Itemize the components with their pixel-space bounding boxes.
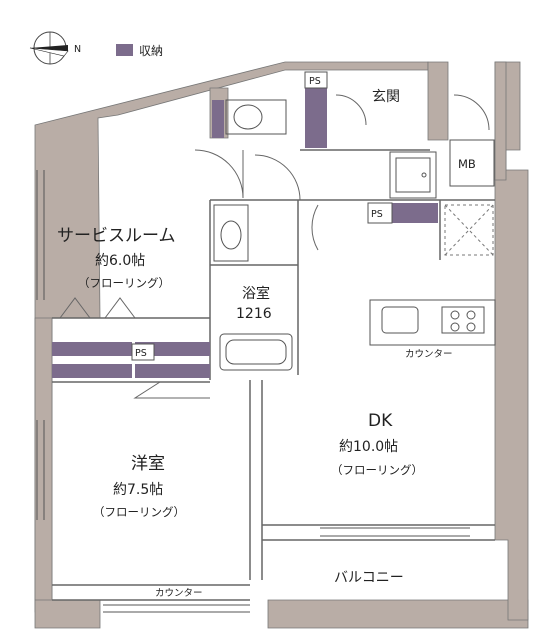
bath-size: 1216 xyxy=(236,306,272,322)
service-room-floor: （フローリング） xyxy=(78,276,170,290)
bath-name: 浴室 xyxy=(242,285,270,302)
dk-name: DK xyxy=(368,411,393,431)
toilet-icon xyxy=(225,99,287,135)
mb-label: MB xyxy=(458,157,476,171)
ps-box-kitchen xyxy=(367,202,393,224)
door-swings xyxy=(59,94,490,399)
balcony-name: バルコニー xyxy=(334,570,404,586)
western-room-name: 洋室 xyxy=(131,454,165,474)
dk-area: 約10.0帖 xyxy=(339,439,398,455)
storage-swatch xyxy=(116,44,133,56)
counter-label-dk: カウンター xyxy=(405,349,453,360)
kitchen-counter xyxy=(369,299,496,346)
north-label: N xyxy=(74,44,81,55)
bathtub-icon xyxy=(219,333,293,371)
western-room-area: 約7.5帖 xyxy=(113,482,163,498)
counter-label-western: カウンター xyxy=(155,588,203,599)
ps-label-kitchen: PS xyxy=(371,209,383,220)
legend-storage-label: 収納 xyxy=(139,43,164,58)
windows xyxy=(36,170,470,613)
washing-machine-space xyxy=(389,151,437,199)
mb-box xyxy=(449,139,495,187)
legend: 収納 xyxy=(116,40,163,60)
washbasin-icon xyxy=(213,204,249,262)
ps-label-top: PS xyxy=(309,76,321,87)
compass-icon xyxy=(29,31,69,65)
western-room-floor: （フローリング） xyxy=(93,505,185,519)
dk-floor: （フローリング） xyxy=(331,463,423,477)
ps-box-closet xyxy=(131,343,155,361)
partitions xyxy=(52,149,495,601)
service-room-name: サービスルーム xyxy=(57,226,176,246)
ps-box-top xyxy=(304,71,328,89)
entrance-name: 玄関 xyxy=(372,88,400,105)
fridge-space xyxy=(444,204,494,256)
ps-label-closet: PS xyxy=(135,348,147,359)
service-room-area: 約6.0帖 xyxy=(95,253,145,269)
